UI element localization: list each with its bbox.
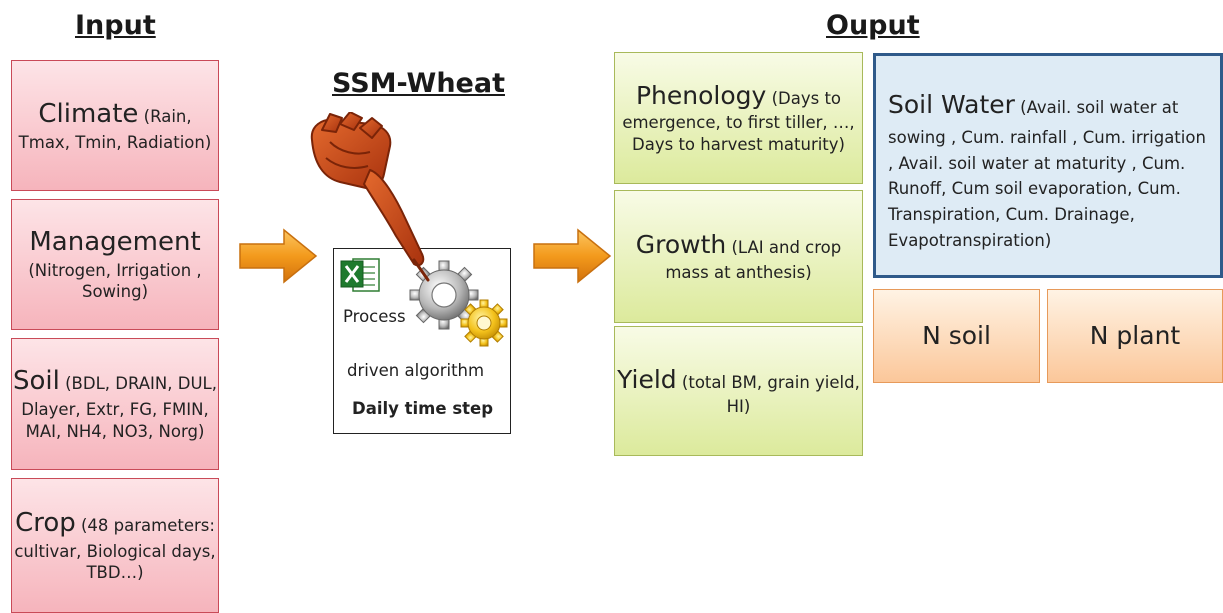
soil-input-box: Soil (BDL, DRAIN, DUL, Dlayer, Extr, FG,… <box>11 338 219 470</box>
gear-icon <box>409 260 508 347</box>
crop-detail: (48 parameters: cultivar, Biological day… <box>14 515 216 583</box>
crop-box: Crop (48 parameters: cultivar, Biologica… <box>11 478 219 613</box>
climate-box: Climate (Rain, Tmax, Tmin, Radiation) <box>11 60 219 191</box>
soil-water-detail: (Avail. soil water at sowing , Cum. rain… <box>888 98 1206 250</box>
pointing-hand-icon <box>310 112 430 282</box>
input-heading: Input <box>75 10 156 41</box>
soil-title: Soil <box>13 366 60 397</box>
process-line-2: driven algorithm <box>347 361 485 380</box>
process-box: Process driven algorithm Daily time step <box>333 248 511 434</box>
yield-detail: (total BM, grain yield, HI) <box>676 372 860 417</box>
management-title: Management <box>29 226 201 257</box>
management-detail: (Nitrogen, Irrigation , Sowing) <box>28 260 202 302</box>
model-heading: SSM-Wheat <box>332 68 505 99</box>
right-arrow-icon <box>533 228 612 284</box>
phenology-title: Phenology <box>635 80 767 110</box>
output-heading: Ouput <box>826 10 920 41</box>
yield-title: Yield <box>617 364 677 394</box>
soil-water-title: Soil Water <box>888 90 1015 119</box>
climate-title: Climate <box>38 98 139 129</box>
yield-box: Yield (total BM, grain yield, HI) <box>614 326 863 456</box>
management-box: Management(Nitrogen, Irrigation , Sowing… <box>11 199 219 330</box>
soil-water-box: Soil Water (Avail. soil water at sowing … <box>873 53 1223 278</box>
n-soil-box: N soil <box>873 289 1040 383</box>
right-arrow-icon <box>239 228 318 284</box>
excel-icon <box>340 258 380 292</box>
soil-detail: (BDL, DRAIN, DUL, Dlayer, Extr, FG, FMIN… <box>21 374 217 441</box>
n-plant-box: N plant <box>1047 289 1223 383</box>
process-line-3: Daily time step <box>352 399 494 418</box>
phenology-box: Phenology (Days to emergence, to first t… <box>614 52 863 184</box>
growth-box: Growth (LAI and crop mass at anthesis) <box>614 190 863 323</box>
n-plant-label: N plant <box>1089 320 1181 350</box>
phenology-detail: (Days to emergence, to first tiller, …, … <box>622 88 855 155</box>
process-word: Process <box>343 307 406 326</box>
growth-detail: (LAI and crop mass at anthesis) <box>665 238 842 282</box>
climate-detail: (Rain, Tmax, Tmin, Radiation) <box>18 106 212 152</box>
crop-title: Crop <box>15 507 76 538</box>
growth-title: Growth <box>635 230 727 260</box>
n-soil-label: N soil <box>922 320 991 350</box>
